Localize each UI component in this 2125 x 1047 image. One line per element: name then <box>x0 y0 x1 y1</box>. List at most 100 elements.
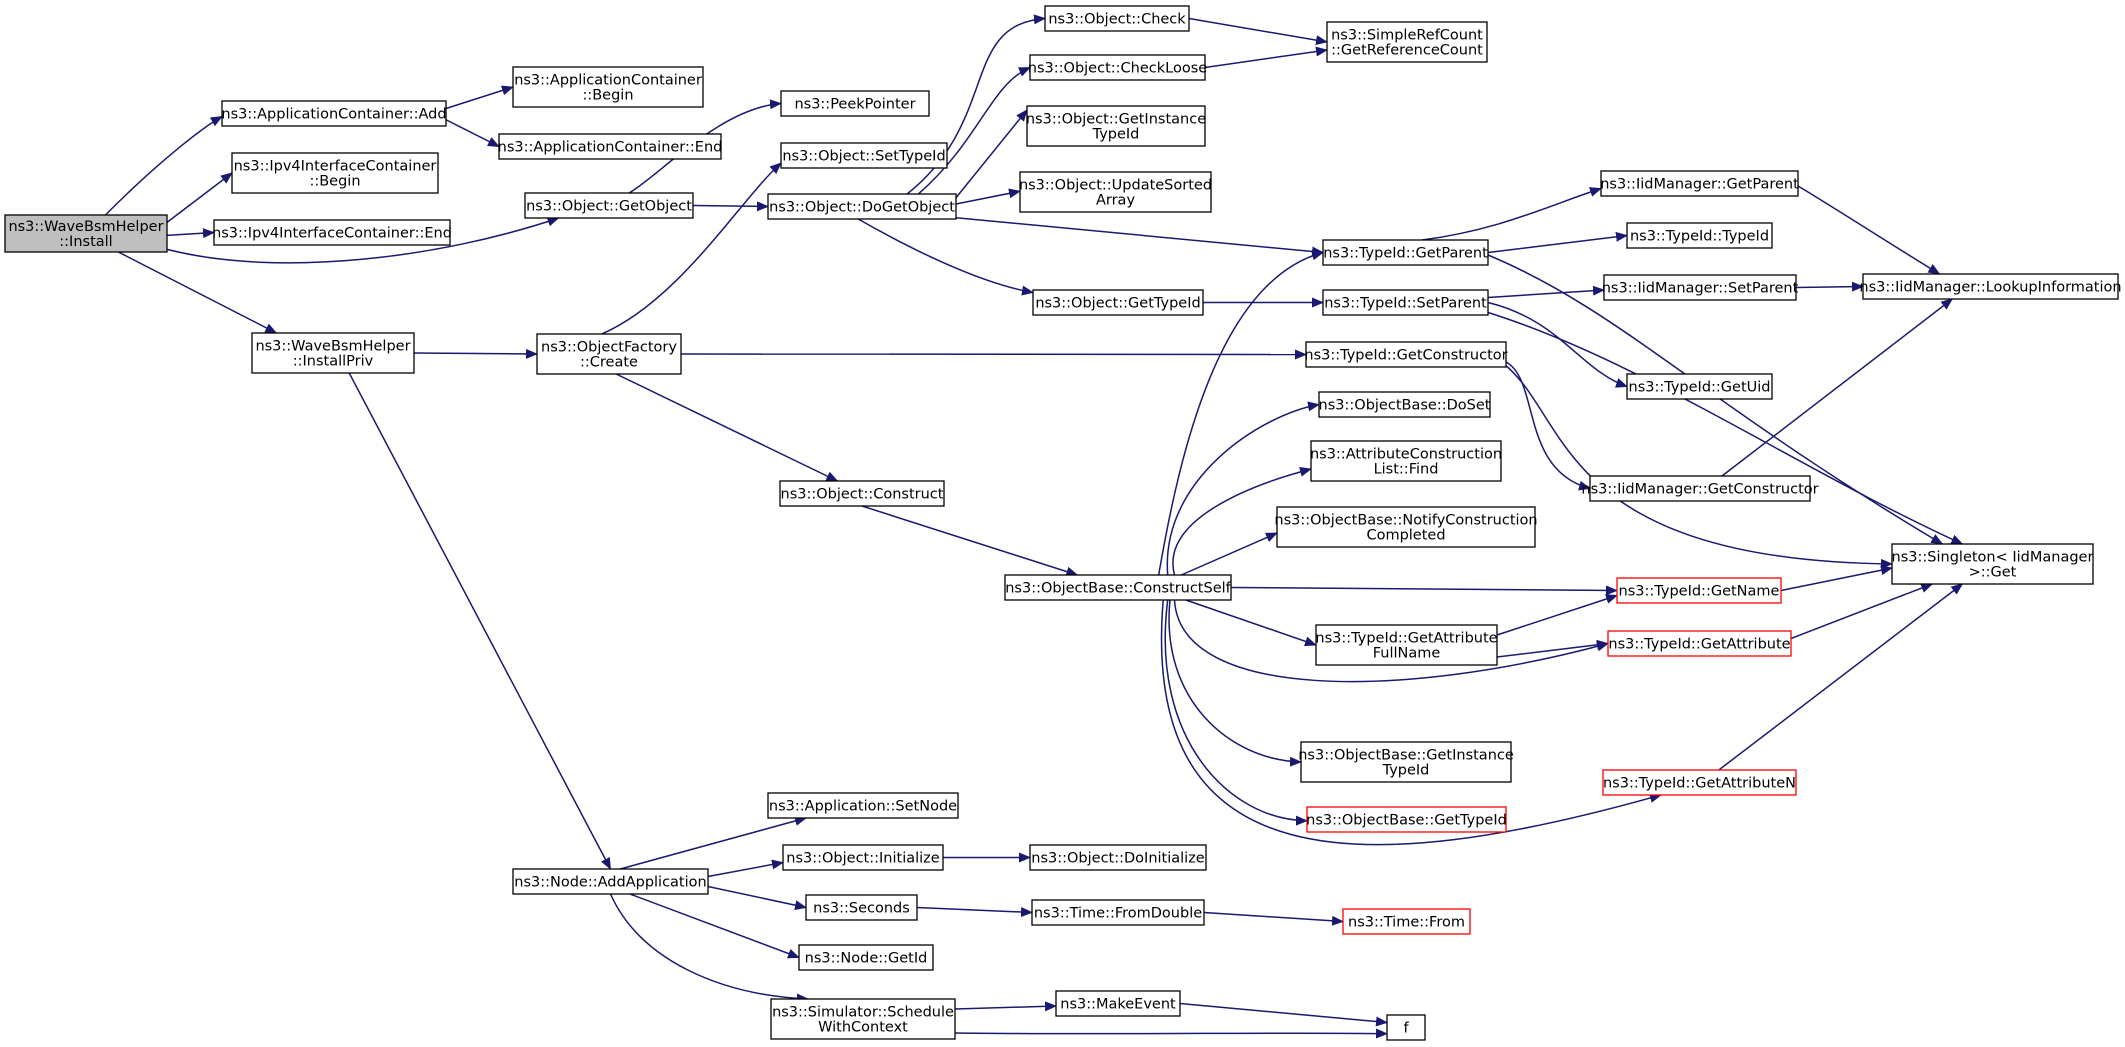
node-time_fromdouble[interactable]: ns3::Time::FromDouble <box>1031 899 1205 926</box>
node-install[interactable]: ns3::WaveBsmHelper::Install <box>4 214 168 253</box>
edge-tid_getparent-to-iid_getparent <box>1421 187 1602 241</box>
edge-objbase_constructself-to-tid_getattributen <box>1160 599 1662 846</box>
node-box <box>512 66 704 108</box>
node-box <box>1607 630 1792 657</box>
node-obj_doinitialize[interactable]: ns3::Object::DoInitialize <box>1029 844 1207 871</box>
node-box <box>1626 222 1773 249</box>
node-box <box>1603 274 1797 301</box>
node-checkloose[interactable]: ns3::Object::CheckLoose <box>1028 54 1207 81</box>
node-check[interactable]: ns3::Object::Check <box>1044 5 1190 32</box>
node-label: ns3::Node::AddApplication <box>514 875 706 891</box>
node-dogetobject[interactable]: ns3::Object::DoGetObject <box>767 193 957 220</box>
node-label: ns3::Object::UpdateSorted <box>1019 178 1212 194</box>
node-ipv4_end[interactable]: ns3::Ipv4InterfaceContainer::End <box>212 219 452 246</box>
edge-tid_getname-to-singleton_get <box>1780 565 1893 592</box>
node-label: ns3::TypeId::GetAttributeN <box>1603 776 1796 792</box>
node-obj_initialize[interactable]: ns3::Object::Initialize <box>782 844 944 871</box>
node-box <box>221 100 447 127</box>
edge-tid_setparent-to-iid_setparent <box>1487 285 1605 299</box>
node-simplerefcount[interactable]: ns3::SimpleRefCount::GetReferenceCount <box>1326 21 1488 63</box>
node-label: ::InstallPriv <box>293 354 374 370</box>
node-tid_getparent[interactable]: ns3::TypeId::GetParent <box>1322 239 1489 266</box>
node-obj_construct[interactable]: ns3::Object::Construct <box>779 480 945 507</box>
node-appc_begin[interactable]: ns3::ApplicationContainer::Begin <box>512 66 704 108</box>
node-iid_getparent[interactable]: ns3::IidManager::GetParent <box>1600 170 1799 197</box>
node-appc_add[interactable]: ns3::ApplicationContainer::Add <box>221 100 447 127</box>
node-box <box>1055 990 1181 1017</box>
node-iid_getconstructor[interactable]: ns3::IidManager::GetConstructor <box>1581 475 1819 502</box>
node-label: >::Get <box>1969 565 2017 581</box>
node-label: ns3::ObjectBase::GetTypeId <box>1306 813 1507 829</box>
node-box <box>1386 1014 1426 1041</box>
node-iid_setparent[interactable]: ns3::IidManager::SetParent <box>1602 274 1799 301</box>
node-objbase_constructself[interactable]: ns3::ObjectBase::ConstructSelf <box>1004 574 1232 601</box>
node-ipv4_begin[interactable]: ns3::Ipv4InterfaceContainer::Begin <box>231 152 439 194</box>
node-box <box>1029 54 1206 81</box>
edge-objbase_constructself-to-tid_getattribute <box>1173 599 1609 683</box>
node-objbase_gettypeid[interactable]: ns3::ObjectBase::GetTypeId <box>1306 806 1507 833</box>
edge-install-to-appc_add <box>104 115 223 216</box>
node-singleton_get[interactable]: ns3::Singleton< IidManager >::Get <box>1891 543 2094 585</box>
node-objbase_doset[interactable]: ns3::ObjectBase::DoSet <box>1318 391 1491 418</box>
edges-layer <box>104 14 1964 1039</box>
node-tid_getattributen[interactable]: ns3::TypeId::GetAttributeN <box>1602 769 1797 796</box>
node-node_getid[interactable]: ns3::Node::GetId <box>798 944 934 971</box>
node-label: ns3::Object::Construct <box>781 487 944 503</box>
node-tid_getconstructor[interactable]: ns3::TypeId::GetConstructor <box>1304 341 1508 368</box>
edge-installpriv-to-node_addapp <box>348 372 612 870</box>
node-label: ns3::TypeId::GetAttribute <box>1315 631 1497 647</box>
node-peekpointer[interactable]: ns3::PeekPointer <box>780 90 930 117</box>
node-box <box>1315 624 1498 666</box>
node-appc_end[interactable]: ns3::ApplicationContainer::End <box>498 133 723 160</box>
node-f[interactable]: f <box>1386 1014 1426 1041</box>
edge-objbase_constructself-to-tid_getname <box>1230 585 1618 596</box>
node-box <box>1589 475 1811 502</box>
edge-sim_schedule-to-makeevent <box>954 1001 1057 1012</box>
node-tid_getattribute[interactable]: ns3::TypeId::GetAttribute <box>1607 630 1792 657</box>
node-tid_getname[interactable]: ns3::TypeId::GetName <box>1616 577 1782 604</box>
node-label: ns3::PeekPointer <box>794 97 915 113</box>
node-obj_gettypeid[interactable]: ns3::Object::GetTypeId <box>1032 289 1204 316</box>
node-label: FullName <box>1373 646 1441 662</box>
node-objbase_notify[interactable]: ns3::ObjectBase::NotifyConstructionCompl… <box>1274 506 1538 548</box>
node-installpriv[interactable]: ns3::WaveBsmHelper::InstallPriv <box>251 332 415 374</box>
node-box <box>1310 440 1502 482</box>
node-seconds[interactable]: ns3::Seconds <box>805 894 918 921</box>
node-tid_getuid[interactable]: ns3::TypeId::GetUid <box>1626 373 1773 400</box>
node-box <box>770 998 956 1040</box>
node-app_setnode[interactable]: ns3::Application::SetNode <box>767 792 959 819</box>
edge-objfactory_create-to-tid_getconstructor <box>680 349 1307 360</box>
edge-node_addapp-to-sim_schedule <box>609 893 809 1004</box>
node-label: ::Create <box>580 355 638 371</box>
node-box <box>213 219 451 246</box>
edge-install-to-getobject <box>166 216 560 264</box>
edge-check-to-simplerefcount <box>1188 17 1328 46</box>
node-time_from[interactable]: ns3::Time::From <box>1342 908 1471 935</box>
node-makeevent[interactable]: ns3::MakeEvent <box>1055 990 1181 1017</box>
node-tid_setparent[interactable]: ns3::TypeId::SetParent <box>1322 289 1489 316</box>
edge-node_addapp-to-obj_initialize <box>707 859 784 878</box>
node-iid_lookup[interactable]: ns3::IidManager::LookupInformation <box>1859 273 2122 300</box>
node-objfactory_create[interactable]: ns3::ObjectFactory::Create <box>536 333 682 375</box>
node-label: ns3::Object::DoGetObject <box>769 200 955 216</box>
node-label: ns3::MakeEvent <box>1060 997 1176 1013</box>
node-box <box>251 332 415 374</box>
node-label: ns3::ApplicationContainer::End <box>498 140 723 156</box>
node-box <box>780 90 930 117</box>
edge-objbase_constructself-to-objbase_notify <box>1180 532 1278 576</box>
node-label: ns3::ApplicationContainer <box>514 73 702 89</box>
node-settypeid[interactable]: ns3::Object::SetTypeId <box>780 142 948 169</box>
node-node_addapp[interactable]: ns3::Node::AddApplication <box>512 868 709 895</box>
node-label: TypeId <box>1092 127 1140 143</box>
node-getobject[interactable]: ns3::Object::GetObject <box>524 192 694 219</box>
node-tid_typeid[interactable]: ns3::TypeId::TypeId <box>1626 222 1773 249</box>
edge-tid_getparent-to-tid_typeid <box>1487 231 1628 254</box>
edge-iid_getparent-to-iid_lookup <box>1797 185 1941 275</box>
node-label: ns3::Object::GetObject <box>526 199 692 215</box>
